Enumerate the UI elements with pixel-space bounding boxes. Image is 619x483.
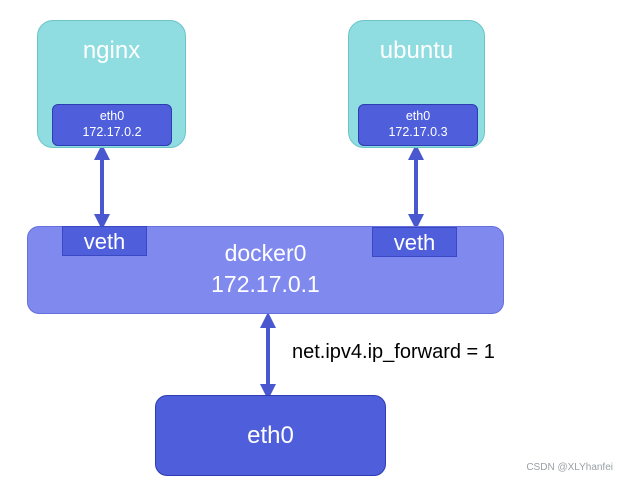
veth-nginx: veth [62, 226, 147, 256]
container-name: ubuntu [379, 37, 454, 64]
nic-ip: 172.17.0.3 [388, 125, 448, 139]
container-ubuntu: ubuntu eth0 172.17.0.3 [348, 20, 485, 148]
watermark: CSDN @XLYhanfei [526, 462, 613, 473]
container-eth0: eth0 172.17.0.3 [358, 104, 478, 146]
bridge-ip: 172.17.0.1 [211, 271, 320, 297]
host-eth0: eth0 [155, 395, 386, 476]
veth-ubuntu: veth [372, 227, 457, 257]
container-name: nginx [82, 37, 141, 64]
container-nginx: nginx eth0 172.17.0.2 [37, 20, 186, 148]
nic-ip: 172.17.0.2 [82, 125, 142, 139]
nic-label: eth0 [405, 109, 431, 123]
ip-forward-annotation: net.ipv4.ip_forward = 1 [292, 341, 495, 363]
container-eth0: eth0 172.17.0.2 [52, 104, 172, 146]
nic-label: eth0 [99, 109, 125, 123]
bridge-name: docker0 [224, 240, 307, 266]
